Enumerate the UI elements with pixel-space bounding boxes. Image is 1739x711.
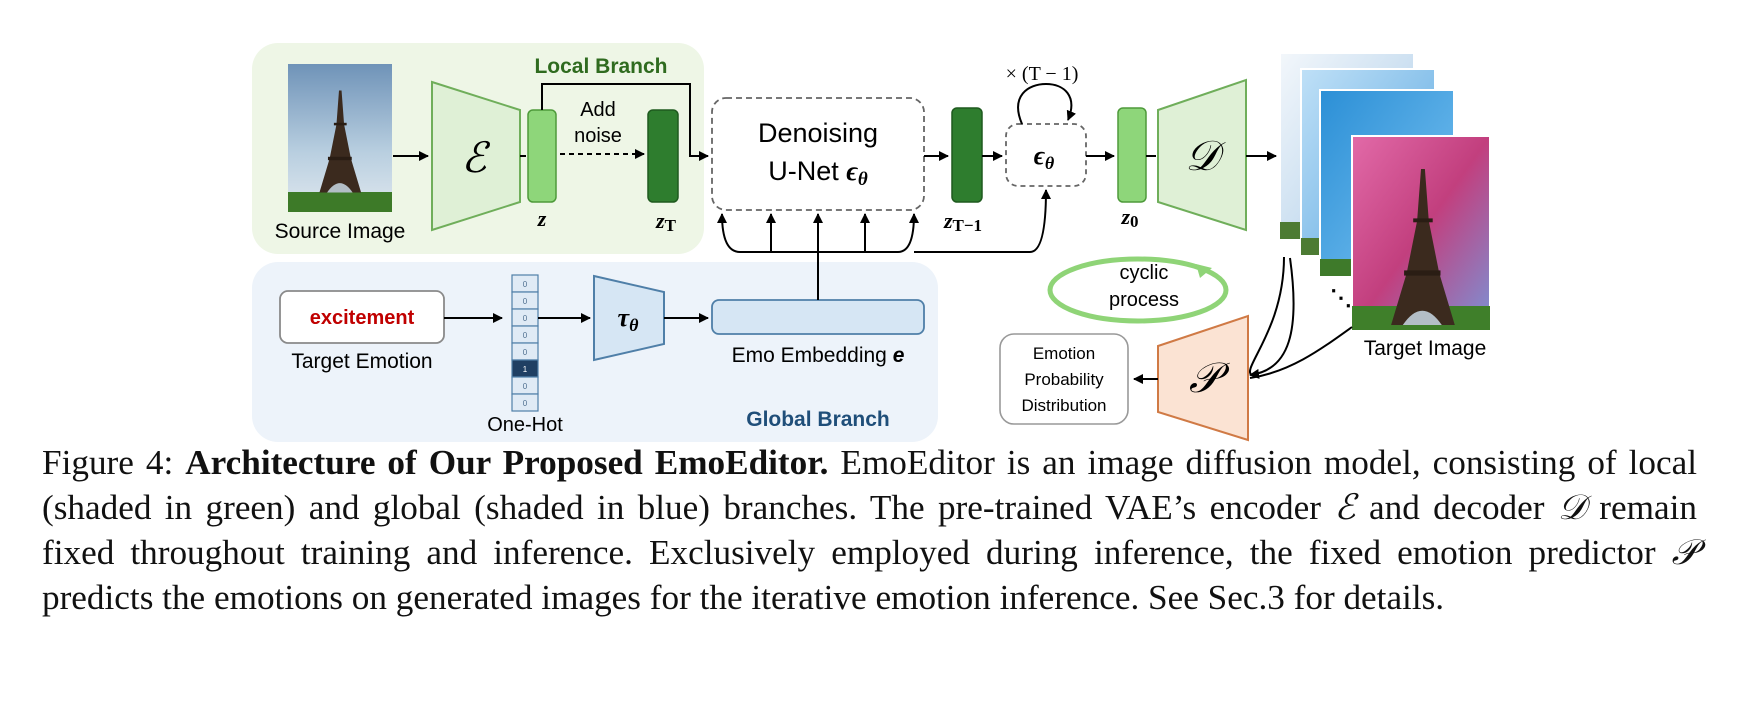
latent-z	[527, 109, 557, 203]
predictor-block	[1157, 314, 1249, 442]
source-image-label: Source Image	[275, 220, 406, 243]
unet-label-line1: Denoising	[758, 118, 878, 148]
target-emotion-label: Target Emotion	[291, 350, 432, 373]
onehot-cell	[511, 393, 539, 412]
add-noise-label-2: noise	[574, 125, 622, 147]
tau-label: τθ	[618, 303, 640, 335]
onehot-cell-value: 0	[523, 348, 528, 357]
emo-prob-line3: Distribution	[1021, 396, 1106, 415]
caption-symbol-decoder: 𝒟	[1557, 487, 1586, 528]
latent-z0-label: z0	[1120, 204, 1138, 231]
architecture-diagram: Local Branch Global Branch Source Image …	[252, 43, 1491, 442]
target-image-label: Target Image	[1364, 337, 1487, 360]
caption-text-3: remain fixed throughout training and inf…	[42, 488, 1697, 572]
onehot-cell-value: 0	[523, 314, 528, 323]
onehot-cell-value: 0	[523, 331, 528, 340]
figure-caption: Figure 4: Architecture of Our Proposed E…	[42, 440, 1697, 620]
emo-prob-line1: Emotion	[1033, 344, 1095, 363]
caption-text-4: predicts the emotions on generated image…	[42, 578, 1445, 617]
cyclic-label-2: process	[1109, 289, 1179, 311]
loop-label: × (T − 1)	[1006, 63, 1079, 85]
caption-figure-label: Figure 4:	[42, 443, 174, 482]
unet-label-line2: U-Net ϵθ	[768, 156, 868, 190]
latent-z0	[1117, 107, 1147, 203]
tau-encoder-block	[593, 274, 665, 362]
stack-ellipsis: ⋱	[1330, 285, 1352, 310]
latent-z-label: z	[537, 206, 547, 231]
caption-symbol-encoder: ℰ	[1334, 487, 1356, 528]
caption-symbol-predictor: 𝒫	[1671, 532, 1697, 573]
eps-theta-label: ϵθ	[1034, 141, 1055, 173]
onehot-cell-value: 1	[523, 365, 528, 374]
cyclic-label-1: cyclic	[1120, 262, 1169, 284]
cyclic-process-ring	[1047, 256, 1229, 324]
onehot-cell-value: 0	[523, 399, 528, 408]
onehot-cell-value: 0	[523, 382, 528, 391]
latent-zT-1-label: zT−1	[943, 208, 982, 235]
caption-title: Architecture of Our Proposed EmoEditor.	[185, 443, 829, 482]
encoder-block	[431, 80, 521, 232]
global-branch-title: Global Branch	[746, 408, 890, 431]
emotion-word: excitement	[310, 307, 415, 329]
latent-zT-1	[951, 107, 983, 203]
caption-text-1: EmoEditor is an image diffusion model, c…	[42, 443, 1697, 527]
onehot-vector: 0 0 0 0 0 1 0 0	[511, 274, 539, 412]
emo-embedding-label: Emo Embedding e	[732, 344, 905, 367]
add-noise-label-1: Add	[580, 99, 616, 121]
decoder-block	[1157, 78, 1247, 232]
encoder-symbol: ℰ	[461, 133, 491, 182]
onehot-label: One-Hot	[487, 414, 563, 436]
caption-text-2: and decoder	[1355, 488, 1558, 527]
latent-zT-label: zT	[655, 208, 677, 235]
latent-zT	[647, 109, 679, 203]
local-branch-title: Local Branch	[534, 55, 667, 78]
target-image-stack	[1279, 52, 1491, 331]
onehot-cell-value: 0	[523, 280, 528, 289]
denoising-unet-block	[711, 97, 925, 211]
source-image	[288, 64, 392, 212]
onehot-cell-value: 0	[523, 297, 528, 306]
emo-embedding-bar	[711, 299, 925, 335]
emotion-probability-box	[999, 333, 1129, 425]
emo-prob-line2: Probability	[1024, 370, 1104, 389]
